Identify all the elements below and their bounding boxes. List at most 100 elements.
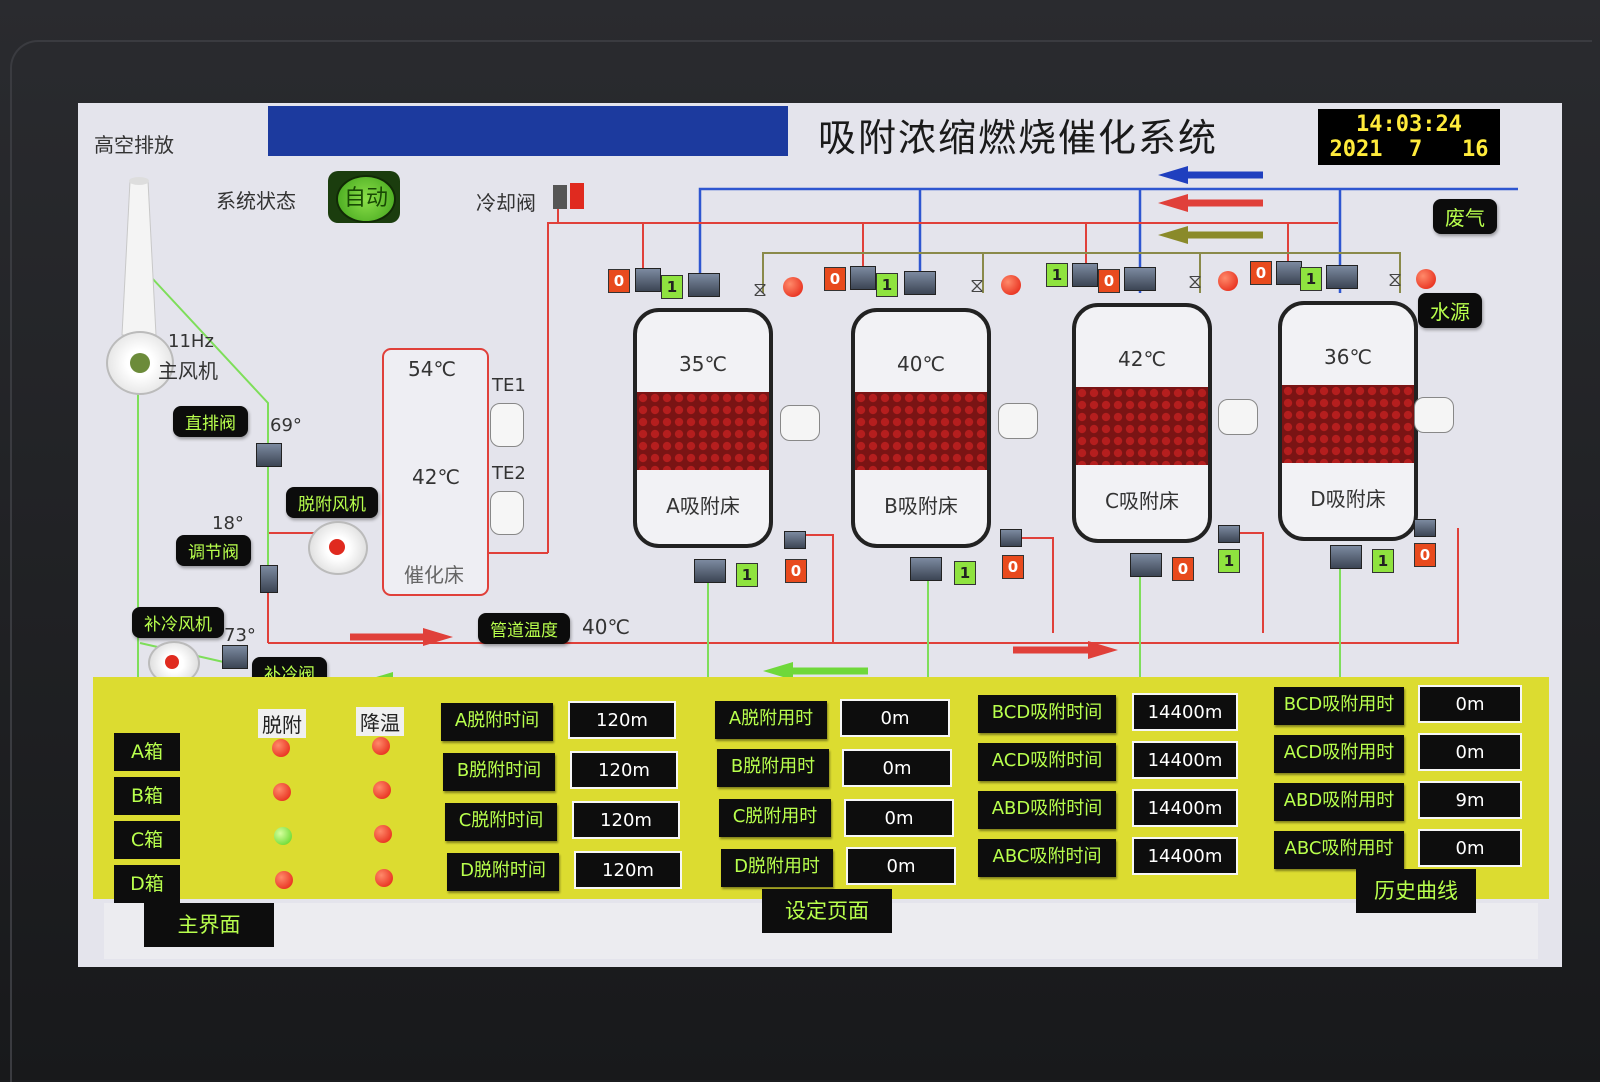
pipe-temp-value: 40℃ [582, 615, 630, 639]
abc-adsorb-time-label: ABC吸附时间 [978, 839, 1116, 877]
cool-valve-angle: 73° [224, 625, 256, 646]
tank-b-water-lamp [1001, 275, 1021, 295]
tank-name: B吸附床 [884, 494, 958, 518]
box-b-cool-lamp [373, 781, 391, 799]
acd-adsorb-used-label: ACD吸附用时 [1274, 735, 1404, 773]
b-desorb-used-value: 0m [842, 749, 952, 787]
acd-adsorb-used-value: 0m [1418, 733, 1522, 771]
tank-a-side-tag: 0 [785, 559, 807, 583]
box-b-desorb-lamp [273, 783, 291, 801]
bcd-adsorb-time-value[interactable]: 14400m [1132, 693, 1238, 731]
catalyst-bottom-temp: 42℃ [412, 465, 460, 489]
box-a-desorb-lamp [272, 739, 290, 757]
tank-d-side-tag: 0 [1414, 543, 1436, 567]
tank-a-side-valve[interactable] [784, 531, 806, 549]
bcd-adsorb-used-label: BCD吸附用时 [1274, 687, 1404, 725]
clock-time: 14:03:24 [1356, 112, 1462, 137]
main-fan-freq: 11Hz [168, 331, 214, 352]
c-desorb-used-label: C脱附用时 [719, 799, 831, 837]
tank-name: D吸附床 [1310, 487, 1386, 511]
tank-temp: 36℃ [1324, 345, 1372, 369]
tank-c-side-tag: 1 [1218, 549, 1240, 573]
tank-a-inlet-valve[interactable] [635, 268, 661, 292]
adsorber-tank-d[interactable]: 36℃ D吸附床 [1278, 301, 1418, 541]
box-d-desorb-lamp [275, 871, 293, 889]
adsorber-tank-b[interactable]: 40℃ B吸附床 [851, 308, 991, 548]
status-label: 系统状态 [216, 189, 296, 213]
a-desorb-used-value: 0m [840, 699, 950, 737]
tank-d-inlet-valve[interactable] [1276, 261, 1302, 285]
box-b-label: B箱 [114, 777, 180, 815]
tank-c-exhaust-valve[interactable] [1124, 267, 1156, 291]
adjust-valve-button[interactable]: 调节阀 [176, 535, 251, 566]
a-desorb-time-value[interactable]: 120m [568, 701, 676, 739]
tank-c-bottom-valve[interactable] [1130, 553, 1162, 577]
tank-a-bottom-tag: 1 [736, 563, 758, 587]
hmi-screen: 吸附浓缩燃烧催化系统 14:03:24 2021 7 16 高空排放 系统状态 … [78, 103, 1562, 967]
tank-b-exhaust-valve[interactable] [904, 271, 936, 295]
tank-a-bottom-valve[interactable] [694, 559, 726, 583]
tank-d-water-valve-icon[interactable]: ⧖ [1388, 267, 1403, 291]
direct-valve-angle: 69° [270, 415, 302, 436]
adjust-valve-icon[interactable] [260, 565, 278, 593]
carbon-bed [1282, 385, 1414, 463]
adsorber-tank-c[interactable]: 42℃ C吸附床 [1072, 303, 1212, 543]
direct-valve-button[interactable]: 直排阀 [173, 406, 248, 437]
box-c-cool-lamp [374, 825, 392, 843]
desorb-fan-icon[interactable] [308, 521, 368, 575]
desorb-fan-button[interactable]: 脱附风机 [286, 487, 378, 518]
main-page-button[interactable]: 主界面 [144, 903, 274, 947]
d-desorb-used-label: D脱附用时 [721, 849, 833, 887]
cool-fan-button[interactable]: 补冷风机 [132, 607, 224, 638]
tank-b-bottom-valve[interactable] [910, 557, 942, 581]
tank-c-inlet-valve[interactable] [1072, 263, 1098, 287]
direct-valve-icon[interactable] [256, 443, 282, 467]
bcd-adsorb-time-label: BCD吸附时间 [978, 695, 1116, 733]
title-banner [268, 106, 788, 156]
tank-a-tag1: 0 [608, 269, 630, 293]
clock-display: 14:03:24 2021 7 16 [1318, 109, 1500, 165]
d-desorb-used-value: 0m [846, 847, 956, 885]
cooling-valve-label: 冷却阀 [476, 191, 536, 215]
box-c-label: C箱 [114, 821, 180, 859]
c-desorb-time-value[interactable]: 120m [572, 801, 680, 839]
tank-b-inlet-valve[interactable] [850, 266, 876, 290]
tank-d-tag1: 0 [1250, 261, 1272, 285]
desorb-header: 脱附 [258, 709, 306, 738]
box-d-cool-lamp [375, 869, 393, 887]
tank-b-side-tag: 0 [1002, 555, 1024, 579]
d-desorb-time-value[interactable]: 120m [574, 851, 682, 889]
tank-b-water-valve-icon[interactable]: ⧖ [970, 273, 985, 297]
tank-name: C吸附床 [1105, 489, 1179, 513]
tank-d-bottom-valve[interactable] [1330, 545, 1362, 569]
b-desorb-time-value[interactable]: 120m [570, 751, 678, 789]
tank-b-tag1: 0 [824, 267, 846, 291]
main-fan-icon[interactable] [106, 331, 174, 395]
adsorber-tank-a[interactable]: 35℃ A吸附床 [633, 308, 773, 548]
abc-adsorb-time-value[interactable]: 14400m [1132, 837, 1238, 875]
cooling-valve-state [570, 183, 584, 209]
auto-mode-label: 自动 [336, 175, 396, 223]
settings-page-button[interactable]: 设定页面 [762, 889, 892, 933]
tank-a-exhaust-valve[interactable] [688, 273, 720, 297]
auto-mode-button[interactable]: 自动 [328, 171, 400, 223]
abd-adsorb-time-value[interactable]: 14400m [1132, 789, 1238, 827]
cool-valve-icon[interactable] [222, 645, 248, 669]
b-desorb-used-label: B脱附用时 [717, 749, 829, 787]
carbon-bed [637, 392, 769, 470]
adjust-valve-angle: 18° [212, 513, 244, 534]
acd-adsorb-time-value[interactable]: 14400m [1132, 741, 1238, 779]
tank-a-water-valve-icon[interactable]: ⧖ [753, 277, 768, 301]
tank-d-side-valve[interactable] [1414, 519, 1436, 537]
cooling-valve-icon[interactable] [553, 185, 567, 209]
box-c-desorb-lamp [274, 827, 292, 845]
history-curve-button[interactable]: 历史曲线 [1356, 869, 1476, 913]
tank-c-bottom-tag: 0 [1172, 557, 1194, 581]
tank-d-exhaust-valve[interactable] [1326, 265, 1358, 289]
tank-c-water-valve-icon[interactable]: ⧖ [1188, 269, 1203, 293]
te1-sensor-icon [490, 403, 524, 447]
tank-c-side-valve[interactable] [1218, 525, 1240, 543]
acd-adsorb-time-label: ACD吸附时间 [978, 743, 1116, 781]
tank-c-tag1: 1 [1046, 263, 1068, 287]
tank-b-side-valve[interactable] [1000, 529, 1022, 547]
